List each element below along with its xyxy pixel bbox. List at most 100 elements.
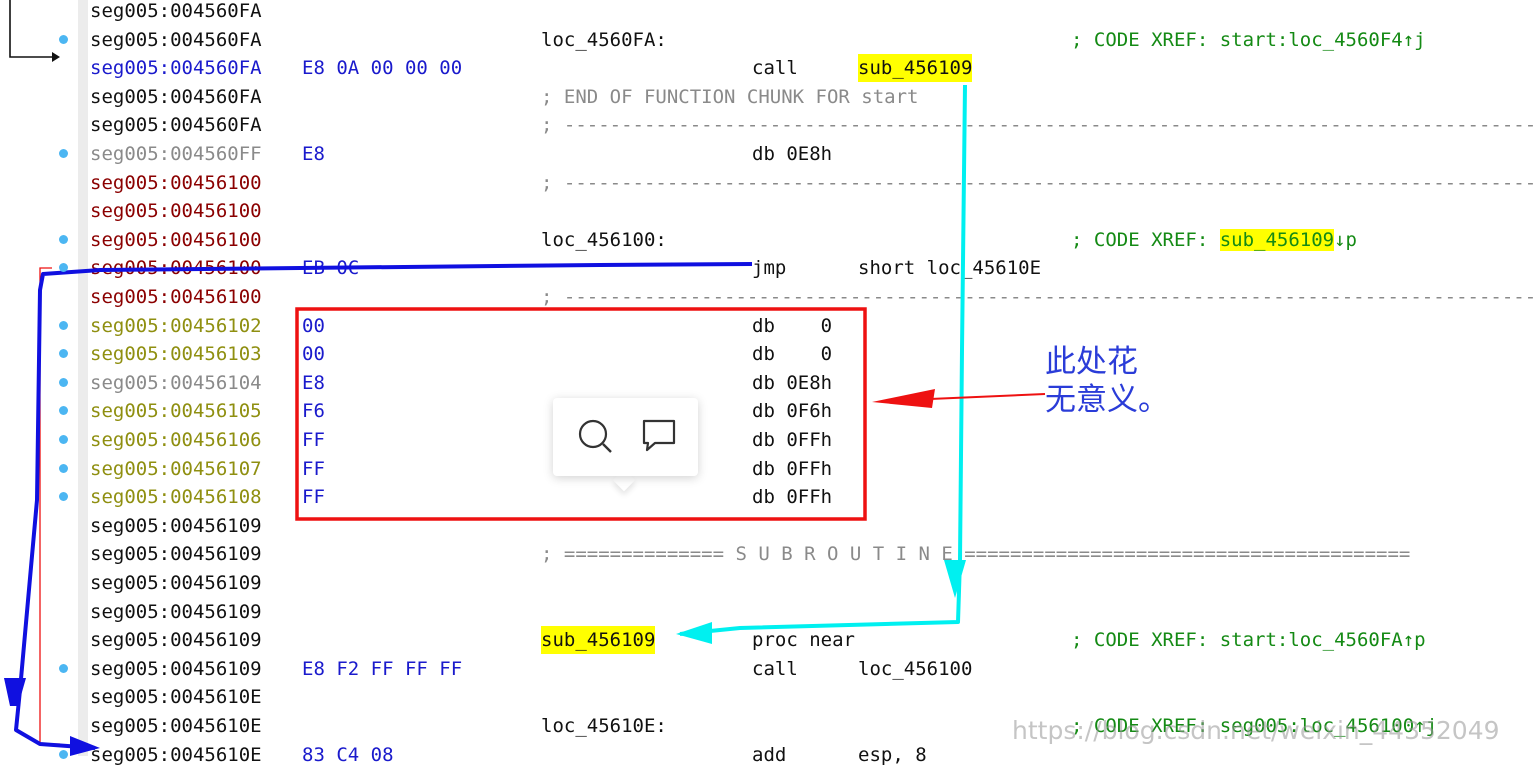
mnemonic: proc near xyxy=(752,629,855,652)
xref-comment[interactable]: ; CODE XREF: start:loc_4560F4↑j xyxy=(1071,28,1426,51)
address[interactable]: seg005:00456109 xyxy=(90,572,262,594)
breakpoint-dot[interactable] xyxy=(59,463,68,473)
address[interactable]: seg005:004560FF xyxy=(90,143,262,165)
address[interactable]: seg005:004560FA xyxy=(90,28,262,51)
mnemonic: db 0 xyxy=(752,314,833,337)
opcode-bytes: E8 0A 00 00 00 xyxy=(302,57,463,80)
opcode-bytes: 00 xyxy=(302,343,325,366)
breakpoint-dot[interactable] xyxy=(59,149,68,158)
xref-comment-target[interactable]: sub_456109 xyxy=(1219,228,1335,251)
opcode-bytes: FF xyxy=(302,486,325,509)
listing-row[interactable]: seg005:004560FA xyxy=(0,0,1537,25)
separator-comment: ; --------------------------------------… xyxy=(541,114,1537,137)
address[interactable]: seg005:004560FA xyxy=(90,57,262,80)
mnemonic: db 0F6h xyxy=(752,400,833,423)
address[interactable]: seg005:00456102 xyxy=(90,314,262,337)
mnemonic: db 0 xyxy=(752,343,833,366)
address[interactable]: seg005:004560FA xyxy=(90,114,262,137)
listing-row[interactable]: seg005:00456109 xyxy=(0,569,1537,597)
address[interactable]: seg005:00456107 xyxy=(90,457,262,480)
address[interactable]: seg005:00456109 xyxy=(90,514,262,537)
mnemonic: call xyxy=(752,57,798,80)
listing-row[interactable]: seg005:00456109 ; ============== S U B R … xyxy=(0,540,1537,568)
listing-row[interactable]: seg005:00456100 ; -----------------------… xyxy=(0,169,1537,197)
listing-row[interactable]: seg005:004560FA ; END OF FUNCTION CHUNK F… xyxy=(0,83,1537,111)
listing-row[interactable]: seg005:00456100 xyxy=(0,197,1537,225)
listing-row[interactable]: seg005:00456100 loc_456100: ; CODE XREF: s… xyxy=(0,226,1537,254)
blue-arrow-head xyxy=(70,736,100,756)
listing-row[interactable]: seg005:00456109 sub_456109 proc near ; CODE… xyxy=(0,626,1537,655)
breakpoint-dot[interactable] xyxy=(59,749,68,759)
annotation-pointer-line xyxy=(929,393,1046,400)
listing-row[interactable]: seg005:0045610E xyxy=(0,683,1537,711)
breakpoint-dot[interactable] xyxy=(59,492,68,502)
address[interactable]: seg005:00456100 xyxy=(90,200,262,223)
address[interactable]: seg005:004560FA xyxy=(90,0,262,22)
breakpoint-dot[interactable] xyxy=(59,377,68,387)
comment-icon[interactable] xyxy=(639,416,679,456)
listing-row[interactable]: seg005:00456109 xyxy=(0,598,1537,626)
breakpoint-dot[interactable] xyxy=(59,34,68,44)
operand[interactable]: loc_456100 xyxy=(858,657,973,680)
address[interactable]: seg005:00456109 xyxy=(90,657,262,680)
breakpoint-dot[interactable] xyxy=(59,234,68,244)
mnemonic: db 0FFh xyxy=(752,457,833,480)
code-label[interactable]: loc_4560FA: xyxy=(541,28,667,51)
separator-comment: ; --------------------------------------… xyxy=(541,171,1537,194)
xref-comment[interactable]: ; CODE XREF: start:loc_4560FA↑p xyxy=(1071,629,1426,652)
listing-row[interactable]: seg005:00456100; -----------------------… xyxy=(0,283,1537,311)
search-icon[interactable] xyxy=(575,416,615,456)
address[interactable]: seg005:00456103 xyxy=(90,343,262,366)
operand[interactable]: sub_456109 xyxy=(858,54,973,83)
mnemonic: jmp xyxy=(752,257,787,280)
branch-arrow-head xyxy=(52,52,60,62)
listing-row[interactable]: seg005:00456109 xyxy=(0,512,1537,540)
address[interactable]: seg005:00456105 xyxy=(90,400,262,423)
code-label[interactable]: sub_456109 xyxy=(541,626,656,655)
separator-comment: ; ============== S U B R O U T I N E ===… xyxy=(541,543,1411,566)
listing-row[interactable]: seg005:004560FA ; -----------------------… xyxy=(0,111,1537,139)
breakpoint-dot[interactable] xyxy=(59,663,68,673)
address[interactable]: seg005:00456100 xyxy=(90,286,262,308)
gutter-separator xyxy=(78,0,88,756)
xref-comment[interactable]: ; CODE XREF: seg005:loc_456100↑j xyxy=(1071,715,1438,737)
listing-row[interactable]: seg005:004560FA loc_4560FA: ; CODE XREF: s… xyxy=(0,26,1537,54)
listing-row[interactable]: seg005:0045610E loc_45610E: ; CODE XREF: s… xyxy=(0,712,1537,740)
address[interactable]: seg005:0045610E xyxy=(90,686,262,709)
listing-row[interactable]: seg005:004560FA E8 0A 00 00 00 call sub_456… xyxy=(0,54,1537,83)
code-label[interactable]: loc_456100: xyxy=(541,228,667,251)
watermark: https://blog.csdn.net/weixin_44352049 xyxy=(1012,716,1500,745)
address[interactable]: seg005:00456100 xyxy=(90,171,262,194)
address[interactable]: seg005:00456108 xyxy=(90,486,262,509)
junk-bytes-box xyxy=(295,307,867,521)
xref-comment[interactable]: ; CODE XREF: sub_456109↓p xyxy=(1071,226,1357,254)
breakpoint-dot[interactable] xyxy=(59,320,68,330)
address[interactable]: seg005:00456104 xyxy=(90,371,262,394)
address[interactable]: seg005:00456109 xyxy=(90,600,262,623)
address[interactable]: seg005:004560FA xyxy=(90,85,262,108)
breakpoint-dot[interactable] xyxy=(59,406,68,416)
listing-row[interactable]: seg005:00456103 00 db 0 xyxy=(0,340,1537,368)
breakpoint-dot[interactable] xyxy=(59,435,68,444)
address[interactable]: seg005:00456100 xyxy=(90,228,262,251)
address[interactable]: seg005:00456109 xyxy=(90,629,262,652)
code-label[interactable]: loc_45610E: xyxy=(541,715,667,737)
separator-comment: ; END OF FUNCTION CHUNK FOR start xyxy=(541,85,919,108)
cyan-arrow-mid-head xyxy=(944,560,966,598)
breakpoint-dot[interactable] xyxy=(59,263,68,273)
operand[interactable]: short loc_45610E xyxy=(858,257,1042,280)
address[interactable]: seg005:0045610E xyxy=(90,715,262,737)
address[interactable]: seg005:00456106 xyxy=(90,429,262,451)
breakpoint-dot[interactable] xyxy=(59,349,68,359)
address[interactable]: seg005:00456109 xyxy=(90,543,262,566)
